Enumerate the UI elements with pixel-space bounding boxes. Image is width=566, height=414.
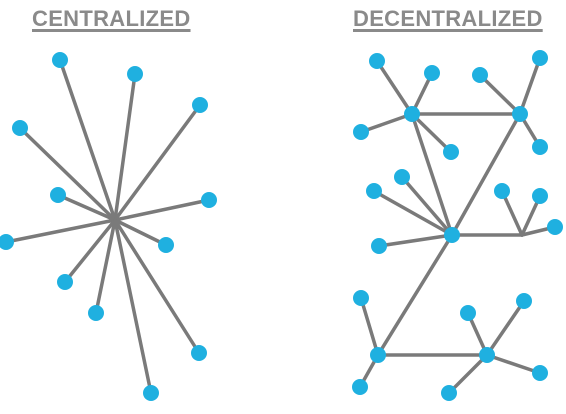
- edges-layer: [4, 56, 557, 395]
- centralized-node-c9: [57, 274, 73, 290]
- decentralized-edge-h3-d2: [372, 189, 454, 237]
- centralized-edge-hub-c10: [94, 218, 117, 315]
- decentralized-node-g4: [441, 385, 457, 401]
- decentralized-title: DECENTRALIZED: [353, 6, 543, 31]
- decentralized-node-d2: [366, 183, 382, 199]
- centralized-edge-hub-c9: [63, 218, 117, 284]
- decentralized-node-e2: [532, 188, 548, 204]
- decentralized-node-g3: [532, 365, 548, 381]
- decentralized-node-d3: [371, 238, 387, 254]
- decentralized-edge-h1-h3: [410, 112, 454, 237]
- decentralized-edge-h1-a1: [375, 59, 414, 116]
- centralized-edge-hub-c1: [58, 58, 117, 222]
- centralized-node-c12: [143, 385, 159, 401]
- centralized-edge-hub-c3: [113, 103, 202, 222]
- centralized-edge-hub-c2: [113, 72, 137, 222]
- centralized-edge-hub-c11: [113, 218, 201, 355]
- centralized-node-c2: [127, 66, 143, 82]
- centralized-node-c10: [88, 305, 104, 321]
- centralized-node-c6: [201, 192, 217, 208]
- centralized-node-c11: [191, 345, 207, 361]
- decentralized-node-h2: [512, 106, 528, 122]
- decentralized-node-h3: [444, 227, 460, 243]
- decentralized-edge-h3-d1: [400, 175, 454, 237]
- centralized-edge-hub-c6: [113, 198, 211, 222]
- decentralized-edge-h4-f1: [359, 296, 380, 357]
- centralized-node-c3: [192, 97, 208, 113]
- centralized-node-c5: [50, 187, 66, 203]
- centralized-edge-hub-c4: [18, 126, 117, 222]
- decentralized-node-g1: [460, 305, 476, 321]
- decentralized-node-a4: [443, 144, 459, 160]
- centralized-node-c7: [0, 234, 14, 250]
- decentralized-edge-h3-d3: [377, 233, 454, 248]
- decentralized-node-g2: [516, 293, 532, 309]
- decentralized-edge-h5-g4: [447, 353, 489, 395]
- decentralized-node-b2: [532, 50, 548, 66]
- decentralized-node-h4: [370, 347, 386, 363]
- decentralized-node-b1: [472, 67, 488, 83]
- decentralized-node-a3: [353, 124, 369, 140]
- centralized-node-c1: [52, 52, 68, 68]
- decentralized-node-a2: [424, 65, 440, 81]
- decentralized-node-f1: [353, 290, 369, 306]
- centralized-edge-hub-c8: [113, 218, 168, 247]
- decentralized-edge-h1-a4: [410, 112, 453, 154]
- decentralized-edge-h2-b2: [518, 56, 542, 116]
- centralized-edge-hub-c5: [56, 193, 117, 222]
- decentralized-node-a1: [369, 53, 385, 69]
- centralized-title: CENTRALIZED: [32, 6, 191, 31]
- decentralized-edge-h3-h4: [376, 233, 454, 357]
- decentralized-node-h1: [404, 106, 420, 122]
- decentralized-node-d1: [394, 169, 410, 185]
- centralized-node-c4: [12, 120, 28, 136]
- decentralized-node-f2: [352, 379, 368, 395]
- centralized-node-c8: [158, 237, 174, 253]
- decentralized-edge-h5-g3: [485, 353, 542, 375]
- centralized-edge-hub-c7: [4, 218, 117, 244]
- decentralized-edge-h1-a3: [359, 112, 414, 134]
- decentralized-edge-h2-h3: [450, 112, 522, 237]
- decentralized-node-e3: [547, 219, 563, 235]
- decentralized-edge-h5-g2: [485, 299, 526, 357]
- nodes-layer: [0, 50, 563, 401]
- decentralized-edge-j1-e1: [500, 189, 524, 237]
- centralized-edge-hub-c12: [113, 218, 153, 395]
- decentralized-node-b3: [532, 139, 548, 155]
- decentralized-edge-h2-b1: [478, 73, 522, 116]
- decentralized-node-e1: [494, 183, 510, 199]
- decentralized-node-h5: [479, 347, 495, 363]
